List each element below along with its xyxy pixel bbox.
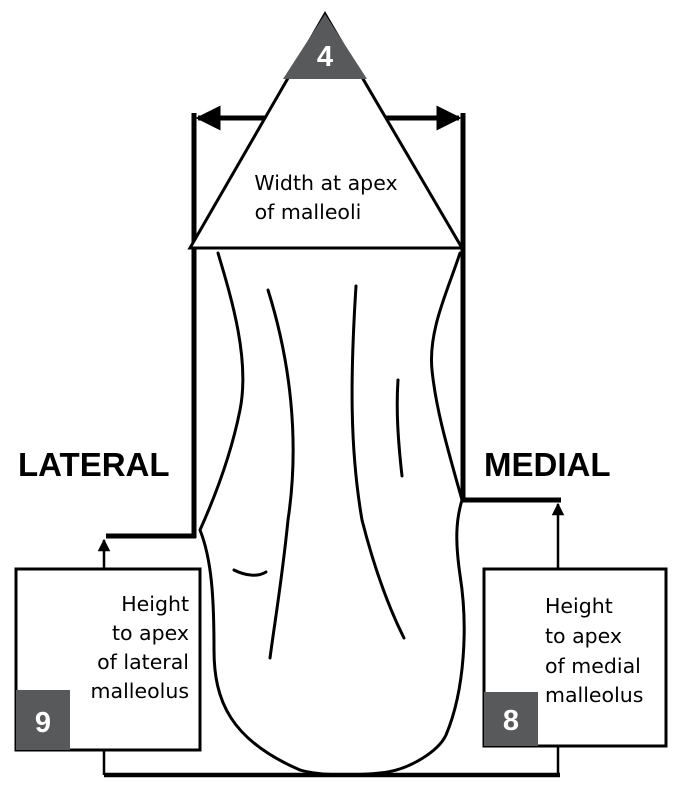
badge-8-number: 8 [503, 705, 519, 737]
medial-heading: MEDIAL [484, 446, 611, 483]
width-triangle [187, 11, 465, 250]
width-label-line-1: Width at apex [254, 171, 397, 195]
width-label-line-2: of malleoli [255, 200, 362, 224]
crease-line [232, 568, 268, 577]
width-guides [191, 113, 466, 538]
tendon-line-2 [350, 284, 406, 640]
lateral-label-line-3: of lateral [97, 650, 189, 674]
badge-8-shape [484, 692, 538, 746]
tendon-line-1 [266, 288, 295, 660]
badge-4-number: 4 [317, 41, 333, 73]
lateral-label-line-4: malleolus [91, 679, 189, 703]
foot-outline [198, 251, 466, 777]
badge-4-shape [283, 14, 367, 79]
badge-9-shape [16, 690, 70, 750]
lateral-label-line-1: Height [121, 592, 189, 616]
medial-label-line-1: Height [545, 594, 613, 618]
lateral-heading: LATERAL [18, 446, 170, 483]
lateral-label-box [14, 567, 202, 752]
medial-label-line-2: to apex [545, 624, 622, 648]
foot-left-edge [198, 251, 302, 772]
lateral-label-line-2: to apex [112, 621, 189, 645]
foot-right-edge [386, 251, 466, 774]
medial-label-line-3: of medial [545, 654, 641, 678]
badge-9-number: 9 [35, 707, 51, 739]
medial-label-line-4: malleolus [545, 683, 643, 707]
tendon-line-3 [395, 378, 404, 478]
